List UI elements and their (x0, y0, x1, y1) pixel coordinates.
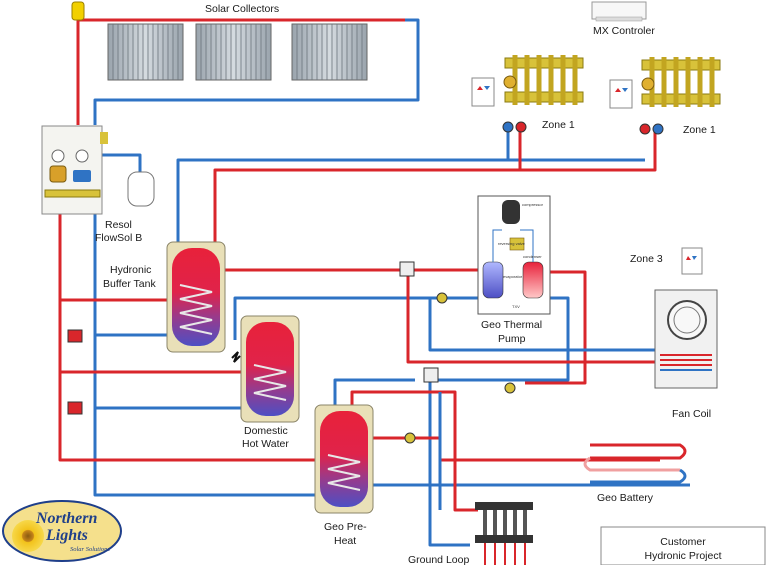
mx-controller-label: MX Controler (593, 25, 655, 37)
zone3-thermostat (681, 247, 703, 275)
domestic-hot-water-tank (231, 315, 300, 423)
buffer-label-line2: Buffer Tank (103, 278, 156, 290)
resol-label-line2: FlowSol B (95, 232, 142, 244)
solar-supply-pipe (76, 18, 108, 125)
expansion-tank (127, 171, 155, 207)
zone1a-label: Zone 1 (542, 119, 575, 131)
air-vent-icon (71, 1, 85, 21)
solar-collector-panel (291, 23, 368, 81)
geo-thermal-label-line2: Pump (498, 333, 526, 345)
zone-supply-pipe (213, 130, 657, 245)
zone1b-label: Zone 1 (683, 124, 716, 136)
project-line2: Hydronic Project (644, 550, 721, 562)
mixing-valves (67, 261, 516, 444)
mx-controller (591, 1, 647, 22)
preheat-label-line2: Heat (334, 535, 356, 547)
hp-return-blue (428, 296, 570, 547)
buffer-hp-blue (233, 296, 478, 340)
expansion-tank-line (95, 153, 142, 172)
geo-thermal-pump: compressor reversing valve evaporator co… (477, 195, 551, 315)
geo-thermal-label-line1: Geo Thermal (481, 319, 542, 331)
fan-coil-label: Fan Coil (672, 408, 711, 420)
geo-battery-coil (583, 443, 687, 484)
logo-tagline: Solar Solutions (70, 546, 110, 553)
ground-loop-label: Ground Loop (408, 554, 469, 565)
zone3-label: Zone 3 (630, 253, 663, 265)
buffer-label-line1: Hydronic (110, 264, 151, 276)
hp-reversing-valve-label: reversing valve (498, 241, 526, 246)
logo-line1: Northern (35, 510, 97, 527)
zone-manifold-2 (609, 57, 721, 135)
solar-return-pipe (93, 18, 420, 125)
resol-blue-down (93, 210, 318, 497)
dhw-label-line2: Hot Water (242, 438, 289, 450)
project-title-box: Customer Hydronic Project (600, 526, 766, 565)
logo-line2: Lights (45, 527, 88, 544)
fan-coil-unit (654, 289, 718, 389)
piping (58, 18, 690, 547)
hp-compressor-label: compressor (522, 202, 544, 207)
hydronic-buffer-tank (166, 241, 226, 353)
solar-collectors-label: Solar Collectors (205, 3, 279, 15)
zone-manifold-1 (471, 55, 584, 133)
preheat-label-line1: Geo Pre- (324, 521, 367, 533)
project-line1: Customer (660, 536, 706, 548)
hp-evaporator-label: evaporator (503, 274, 523, 279)
geo-red-to-hp (350, 390, 478, 512)
fancoil-red (406, 270, 655, 364)
hp-condenser-label: condenser (523, 254, 542, 259)
hp-supply-red (525, 270, 587, 385)
solar-collector-panel (107, 23, 184, 81)
zone-return-pipe (176, 158, 645, 245)
ground-loop-manifold (475, 502, 533, 565)
geo-battery-label: Geo Battery (597, 492, 654, 504)
resol-label-line1: Resol (105, 219, 132, 231)
dhw-label-line1: Domestic (244, 425, 288, 437)
resol-flowsol-station (41, 125, 108, 215)
solar-collector-array (107, 23, 368, 81)
resol-red-down (58, 170, 318, 462)
hp-txv-label: TXV (512, 304, 520, 309)
northern-lights-logo: Northern Lights Solar Solutions (2, 500, 122, 562)
preheat-to-hp (333, 378, 415, 410)
fancoil-blue (428, 298, 655, 352)
geo-preheat-tank (314, 404, 374, 514)
solar-collector-panel (195, 23, 272, 81)
